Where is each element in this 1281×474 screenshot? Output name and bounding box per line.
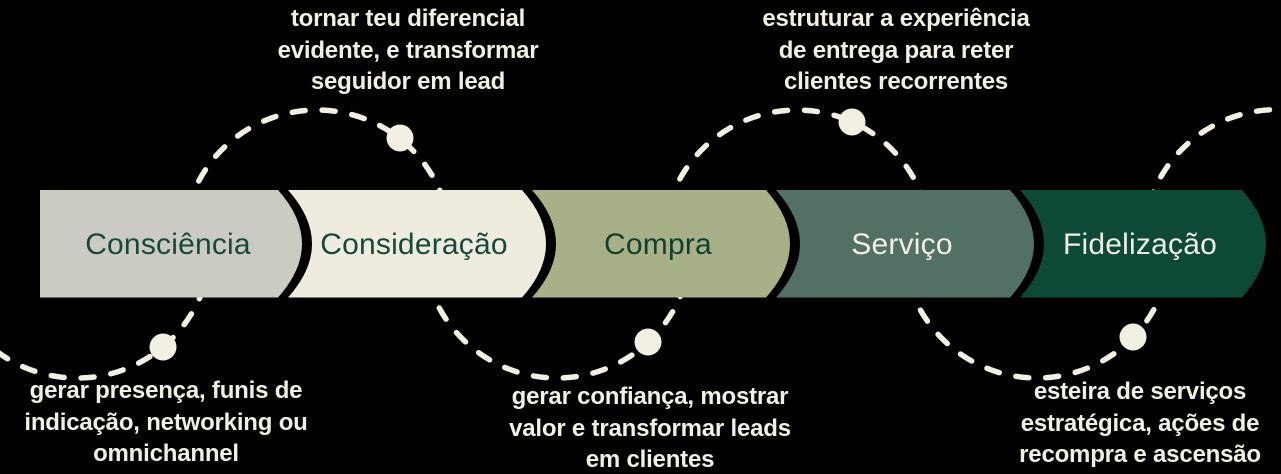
stage-shape-consideracao bbox=[288, 190, 546, 298]
annotation-line: gerar presença, funis de bbox=[29, 377, 303, 404]
annotation-consciencia: gerar presença, funis de indicação, netw… bbox=[0, 375, 336, 470]
stage-label-servico: Serviço bbox=[851, 228, 952, 261]
stage-shape-servico bbox=[776, 190, 1034, 298]
annotation-line: valor e transformar leads bbox=[509, 414, 791, 442]
wave-dot-4 bbox=[838, 108, 866, 136]
annotation-line: clientes recorrentes bbox=[783, 68, 1009, 95]
wave-dot-1 bbox=[149, 333, 177, 361]
annotation-fidelizacao: esteira de serviços estratégica, ações d… bbox=[970, 376, 1281, 471]
stage-label-compra: Compra bbox=[604, 228, 712, 261]
stage-label-consciencia: Consciência bbox=[85, 228, 251, 261]
annotation-line: recompra e ascensão bbox=[1019, 441, 1261, 468]
annotation-line: em clientes bbox=[585, 446, 715, 473]
annotation-line: seguidor em lead bbox=[310, 68, 506, 95]
annotation-line: estruturar a experiência bbox=[762, 5, 1030, 32]
annotation-line: esteira de serviços bbox=[1033, 378, 1247, 405]
annotation-line: de entrega para reter bbox=[778, 36, 1014, 64]
annotation-line: tornar teu diferencial bbox=[290, 5, 526, 32]
annotation-line: indicação, networking ou bbox=[24, 408, 308, 436]
annotation-line: evidente, e transformar bbox=[277, 36, 539, 64]
wave-dot-2 bbox=[386, 124, 414, 152]
wave-dot-3 bbox=[634, 328, 662, 356]
stage-label-consideracao: Consideração bbox=[320, 228, 508, 261]
annotation-line: estratégica, ações de bbox=[1020, 409, 1260, 437]
stage-shape-fidelizacao bbox=[1020, 190, 1266, 298]
annotation-servico: estruturar a experiência de entrega para… bbox=[726, 3, 1066, 98]
annotation-line: omnichannel bbox=[93, 440, 239, 467]
wave-dot-5 bbox=[1119, 323, 1147, 351]
stage-shape-consciencia bbox=[40, 190, 302, 298]
annotation-line: gerar confiança, mostrar bbox=[511, 383, 789, 410]
stage-label-fidelizacao: Fidelização bbox=[1063, 228, 1217, 261]
stage-shape-compra bbox=[532, 190, 790, 298]
annotation-consideracao: tornar teu diferencial evidente, e trans… bbox=[238, 3, 578, 98]
annotation-compra: gerar confiança, mostrar valor e transfo… bbox=[480, 381, 820, 474]
